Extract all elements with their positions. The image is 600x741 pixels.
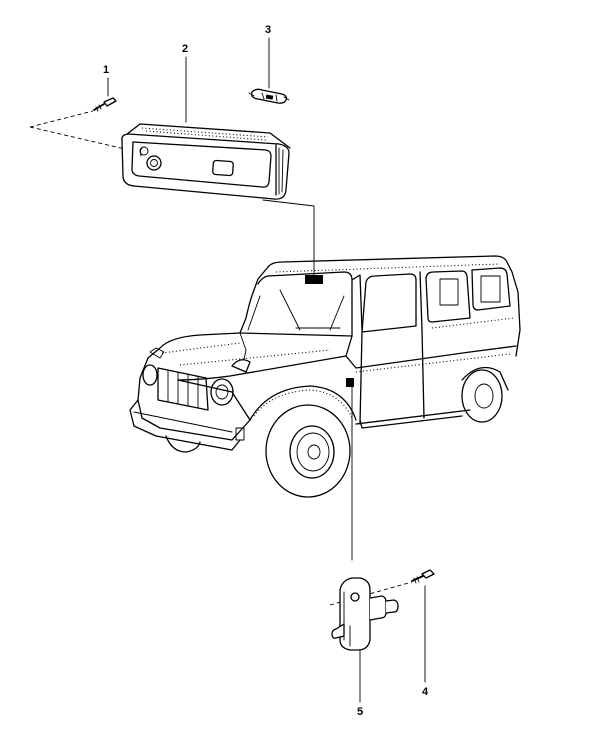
callout-5: 5 <box>357 649 363 718</box>
callout-1-label: 1 <box>103 64 109 76</box>
festoon-bulb-icon <box>248 88 290 104</box>
callout-4-label: 4 <box>422 686 429 698</box>
interior-dome-lamp-icon <box>121 123 291 200</box>
screw-icon <box>411 569 435 584</box>
lamp-location-line <box>262 199 323 284</box>
callout-2: 2 <box>182 43 188 123</box>
door-contact-switch-icon <box>331 577 399 651</box>
lamp-location-marker <box>305 275 323 284</box>
callout-5-label: 5 <box>357 706 363 718</box>
callout-4: 4 <box>422 585 429 698</box>
callout-3: 3 <box>265 24 271 89</box>
callout-2-label: 2 <box>182 43 188 55</box>
vehicle-icon <box>129 255 521 498</box>
callout-1: 1 <box>103 64 109 97</box>
screw-icon <box>93 97 117 112</box>
callout-3-label: 3 <box>265 24 271 36</box>
